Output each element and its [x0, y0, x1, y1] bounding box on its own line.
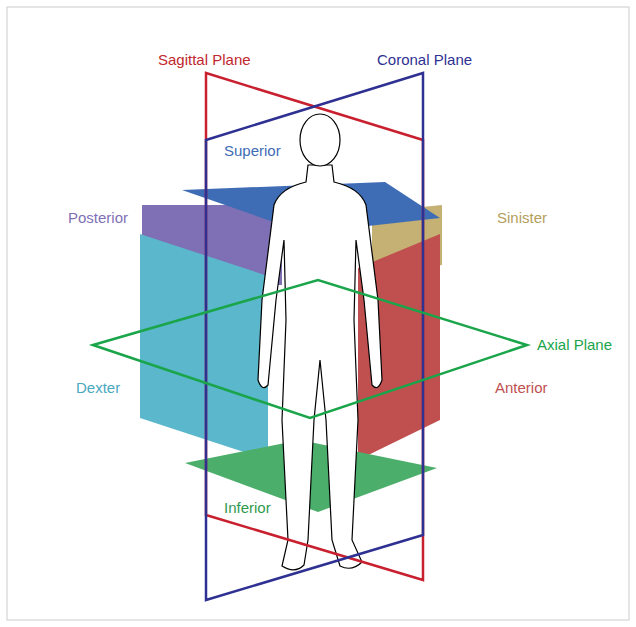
plane-label: Axial Plane [537, 336, 612, 354]
direction-label: Sinister [497, 209, 547, 227]
outer-border [7, 7, 629, 620]
human-figure [258, 165, 382, 570]
direction-label: Inferior [224, 499, 271, 517]
direction-label: Anterior [495, 379, 548, 397]
direction-label: Dexter [76, 379, 120, 397]
coronal-plane [206, 73, 423, 600]
plane-label: Coronal Plane [377, 51, 472, 69]
axial-plane [93, 280, 527, 418]
direction-label: Posterior [68, 209, 128, 227]
human-head [300, 114, 340, 166]
dexter-panel [140, 234, 268, 460]
plane-label: Sagittal Plane [158, 51, 251, 69]
direction-label: Superior [224, 142, 281, 160]
sagittal-plane [206, 73, 423, 580]
